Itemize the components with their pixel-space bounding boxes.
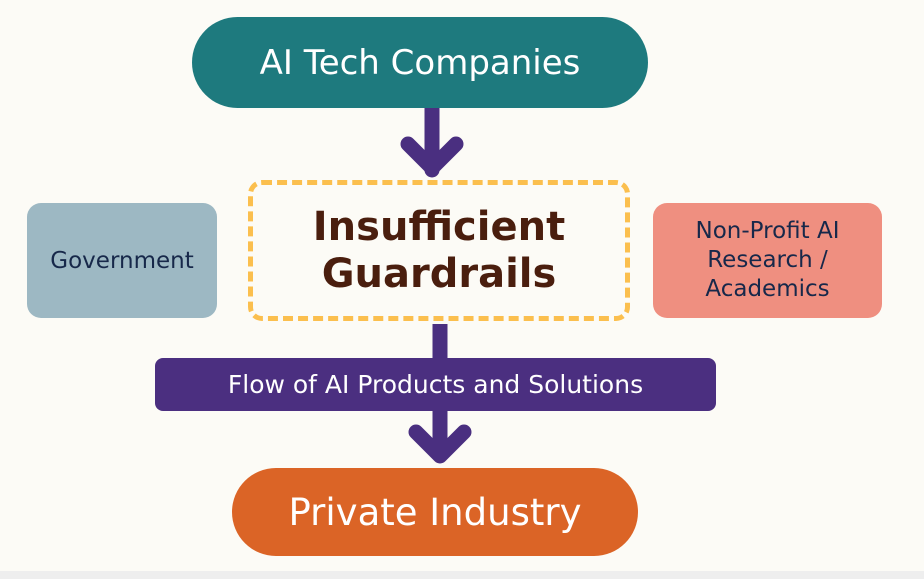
node-label-line1: Insufficient — [312, 203, 566, 250]
node-label-line2: Research / — [707, 247, 828, 273]
node-insufficient-guardrails: Insufficient Guardrails — [248, 180, 630, 321]
arrow-bottom-head — [408, 424, 472, 464]
node-label-line2: Guardrails — [321, 250, 557, 297]
node-private-industry: Private Industry — [232, 468, 638, 556]
node-label: Private Industry — [288, 490, 582, 534]
flow-banner: Flow of AI Products and Solutions — [155, 358, 716, 411]
node-label-line3: Academics — [705, 276, 830, 302]
node-label: Government — [50, 247, 194, 274]
node-nonprofit-research: Non-Profit AI Research / Academics — [653, 203, 882, 318]
node-label-line1: Non-Profit AI — [695, 218, 840, 244]
node-government: Government — [27, 203, 217, 318]
bottom-divider — [0, 571, 924, 579]
node-label: AI Tech Companies — [259, 42, 581, 83]
node-ai-tech-companies: AI Tech Companies — [192, 17, 648, 108]
arrow-top-head — [400, 136, 464, 176]
flow-label: Flow of AI Products and Solutions — [227, 370, 644, 399]
